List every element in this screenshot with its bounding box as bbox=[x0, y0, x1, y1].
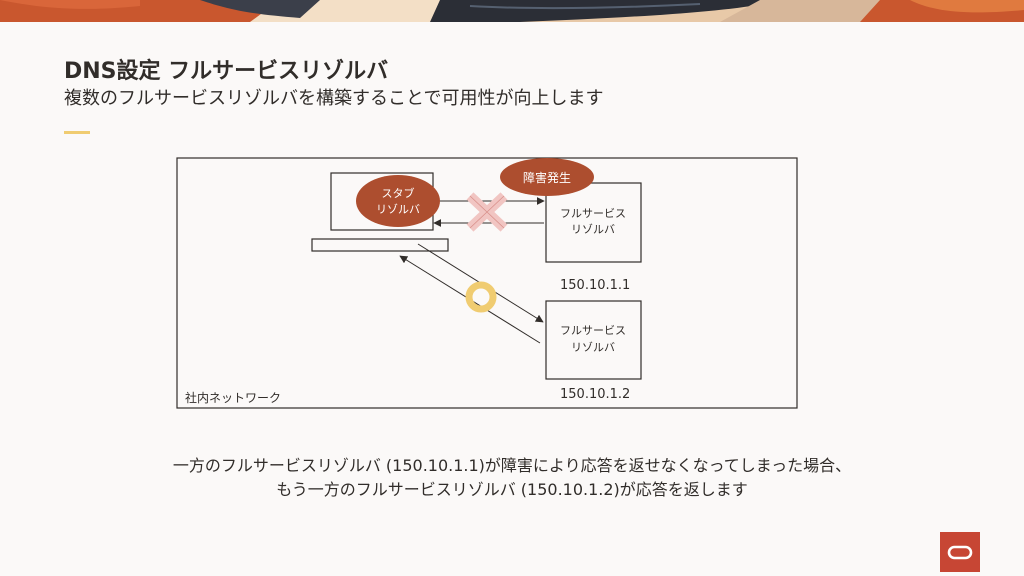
success-circle-icon bbox=[465, 281, 497, 313]
stub-resolver-node bbox=[356, 175, 440, 227]
full-resolver-2-label-line2: リゾルバ bbox=[571, 341, 615, 354]
stub-resolver-label-line1: スタブ bbox=[382, 186, 415, 200]
caption-line-1: 一方のフルサービスリゾルバ (150.10.1.1)が障害により応答を返せなくな… bbox=[172, 456, 852, 475]
client-base bbox=[311, 238, 449, 252]
decorative-banner bbox=[0, 0, 1024, 22]
full-resolver-2-ip: 150.10.1.2 bbox=[560, 387, 630, 402]
accent-bar bbox=[64, 131, 90, 134]
full-resolver-1-box bbox=[545, 182, 642, 263]
slide-title: DNS設定 フルサービスリゾルバ bbox=[64, 59, 389, 84]
stub-resolver-label-line2: リゾルバ bbox=[376, 203, 420, 216]
network-label: 社内ネットワーク bbox=[185, 390, 281, 405]
failure-badge-label: 障害発生 bbox=[523, 170, 571, 185]
full-resolver-1-label-line2: リゾルバ bbox=[571, 223, 615, 236]
failure-x-icon bbox=[466, 192, 508, 232]
failure-badge bbox=[500, 158, 594, 196]
full-resolver-2-label-line1: フルサービス bbox=[560, 324, 626, 337]
full-resolver-2-box bbox=[545, 300, 642, 380]
full-resolver-1-label-line1: フルサービス bbox=[560, 207, 626, 220]
oracle-logo-icon bbox=[940, 532, 980, 572]
caption-line-2: もう一方のフルサービスリゾルバ (150.10.1.2)が応答を返します bbox=[276, 480, 748, 499]
slide-subtitle: 複数のフルサービスリゾルバを構築することで可用性が向上します bbox=[64, 88, 604, 109]
full-resolver-1-ip: 150.10.1.1 bbox=[560, 278, 630, 293]
